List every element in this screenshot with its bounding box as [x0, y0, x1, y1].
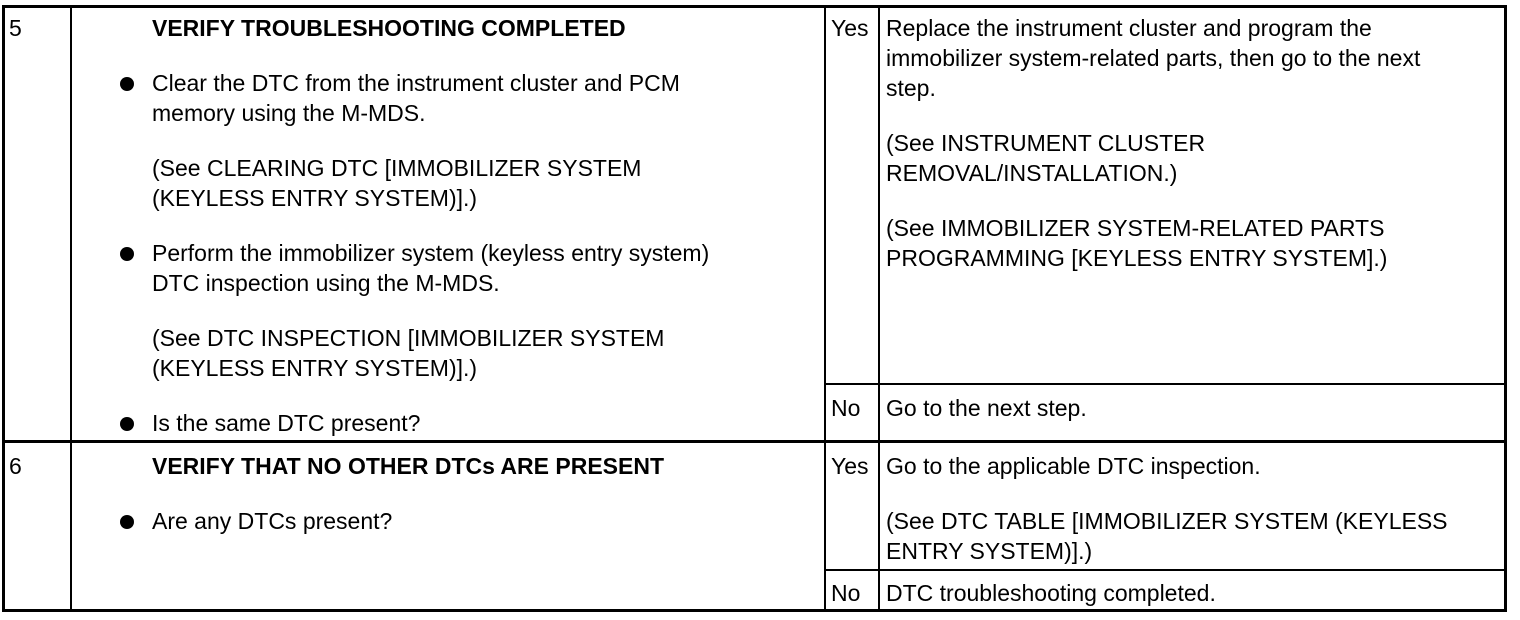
no-action: DTC troubleshooting completed. [886, 580, 1216, 606]
step-instruction: DTC inspection using the M-MDS. [152, 270, 500, 296]
step-number: 5 [9, 15, 22, 41]
yes-action: immobilizer system-related parts, then g… [886, 45, 1421, 71]
reference-text: (See CLEARING DTC [IMMOBILIZER SYSTEM [152, 155, 642, 181]
reference-text: ENTRY SYSTEM)].) [886, 538, 1093, 564]
reference-text: REMOVAL/INSTALLATION.) [886, 160, 1178, 186]
yes-label: Yes [831, 453, 869, 479]
bullet-icon [120, 77, 134, 91]
yes-action: Replace the instrument cluster and progr… [886, 15, 1372, 41]
no-label: No [831, 580, 861, 606]
bullet-icon [120, 515, 134, 529]
step-question: Is the same DTC present? [152, 410, 421, 436]
step-instruction: memory using the M-MDS. [152, 100, 426, 126]
table-right-border [1504, 5, 1507, 612]
no-action: Go to the next step. [886, 395, 1087, 421]
yes-label: Yes [831, 15, 869, 41]
step-heading: VERIFY THAT NO OTHER DTCs ARE PRESENT [152, 453, 665, 479]
reference-text: (See IMMOBILIZER SYSTEM-RELATED PARTS [886, 215, 1385, 241]
reference-text: PROGRAMMING [KEYLESS ENTRY SYSTEM].) [886, 245, 1388, 271]
question-column-divider [824, 5, 826, 612]
reference-text: (See INSTRUMENT CLUSTER [886, 130, 1206, 156]
reference-text: (KEYLESS ENTRY SYSTEM)].) [152, 355, 478, 381]
step-divider [2, 440, 1507, 443]
answer-column-divider [878, 5, 880, 612]
table-top-border [2, 5, 1507, 8]
step-heading: VERIFY TROUBLESHOOTING COMPLETED [152, 15, 626, 41]
yes-no-divider-step-6 [826, 569, 1507, 571]
number-column-divider [70, 5, 72, 612]
step-instruction: Perform the immobilizer system (keyless … [152, 240, 710, 266]
reference-text: (KEYLESS ENTRY SYSTEM)].) [152, 185, 478, 211]
yes-action: step. [886, 75, 936, 101]
step-question: Are any DTCs present? [152, 508, 393, 534]
bullet-icon [120, 417, 134, 431]
yes-no-divider-step-5 [826, 383, 1507, 385]
step-number: 6 [9, 453, 22, 479]
table-left-border [2, 5, 5, 612]
table-bottom-border [2, 609, 1507, 612]
reference-text: (See DTC INSPECTION [IMMOBILIZER SYSTEM [152, 325, 665, 351]
no-label: No [831, 395, 861, 421]
reference-text: (See DTC TABLE [IMMOBILIZER SYSTEM (KEYL… [886, 508, 1448, 534]
bullet-icon [120, 247, 134, 261]
step-instruction: Clear the DTC from the instrument cluste… [152, 70, 680, 96]
yes-action: Go to the applicable DTC inspection. [886, 453, 1261, 479]
